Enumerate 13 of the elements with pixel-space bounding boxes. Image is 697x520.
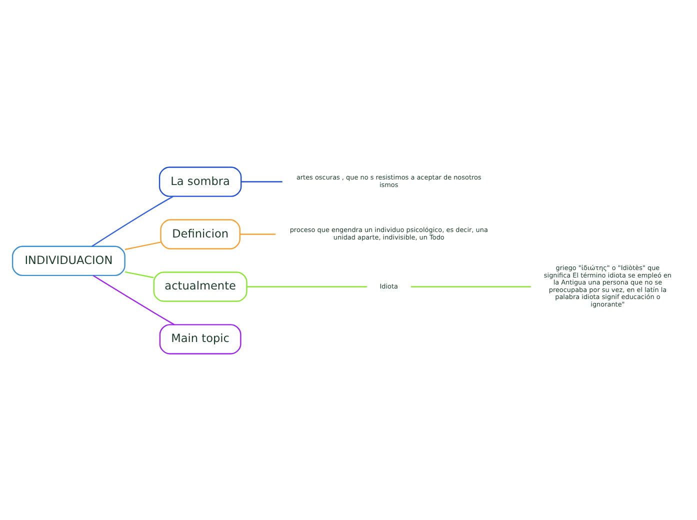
connector	[240, 233, 276, 234]
node-box: actualmente	[153, 271, 248, 302]
connector	[92, 195, 174, 246]
node-box: La sombra	[158, 166, 242, 196]
connector	[410, 286, 531, 287]
connector	[241, 180, 282, 182]
node-box: Definicion	[160, 218, 240, 249]
connector	[124, 241, 161, 250]
connector	[92, 274, 175, 325]
node-box: INDIVIDUACION	[12, 245, 126, 276]
node-box: Main topic	[159, 324, 242, 354]
connector	[124, 270, 154, 278]
connector	[246, 286, 367, 287]
